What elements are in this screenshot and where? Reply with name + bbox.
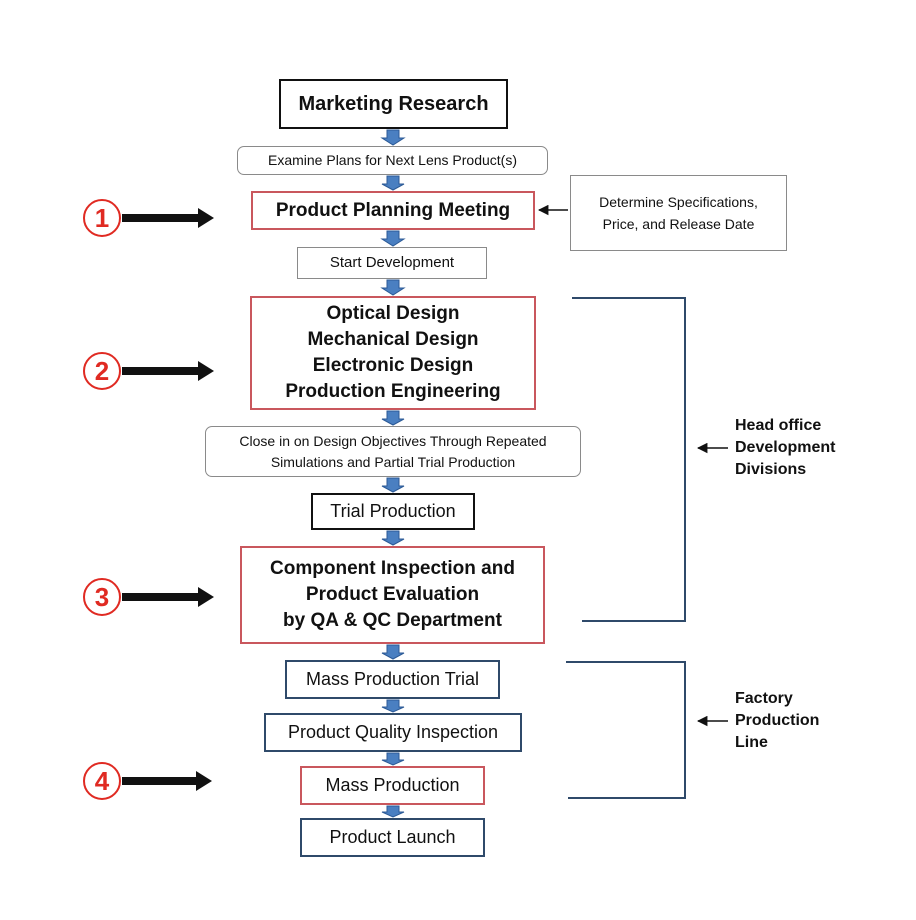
close-in-box: Close in on Design Objectives Through Re… [205, 426, 581, 477]
step-marker-2-text: 2 [94, 355, 110, 386]
flow-arrow-10 [381, 752, 405, 766]
step-marker-4-text: 4 [94, 765, 110, 796]
start-development-label: Start Development [329, 253, 455, 271]
product-planning-box: Product Planning Meeting [251, 191, 535, 230]
flow-arrow-5 [381, 410, 405, 426]
factory-line-1: Factory [735, 690, 793, 707]
determine-specs-line-1: Determine Specifications, [599, 194, 758, 210]
marker-arrow-3 [122, 587, 214, 607]
start-development-box: Start Development [297, 247, 487, 279]
step-marker-3: 3 [83, 578, 121, 616]
close-in-line-2: Simulations and Partial Trial Production [270, 453, 516, 470]
inspection-line-3: by QA & QC Department [283, 610, 502, 631]
product-launch-box: Product Launch [300, 818, 485, 857]
flow-arrow-7 [381, 530, 405, 546]
factory-label: Factory Production Line [735, 688, 819, 754]
determine-specs-box: Determine Specifications, Price, and Rel… [570, 175, 787, 251]
mass-production-box: Mass Production [300, 766, 485, 805]
design-line-mechanical: Mechanical Design [307, 329, 479, 350]
flow-arrow-3 [380, 230, 406, 247]
design-line-optical: Optical Design [326, 303, 460, 324]
quality-inspection-label: Product Quality Inspection [287, 722, 499, 743]
design-box: Optical Design Mechanical Design Electro… [250, 296, 536, 410]
step-marker-3-text: 3 [94, 581, 110, 612]
factory-line-2: Production [735, 712, 820, 729]
mass-production-label: Mass Production [325, 775, 460, 796]
flow-arrow-9 [381, 699, 405, 713]
flow-arrow-6 [381, 477, 405, 493]
flow-arrow-11 [381, 805, 405, 818]
trial-production-box: Trial Production [311, 493, 475, 530]
flow-arrow-2 [381, 175, 405, 191]
marker-arrow-4 [122, 771, 212, 791]
marker-arrow-1 [122, 208, 214, 228]
quality-inspection-box: Product Quality Inspection [264, 713, 522, 752]
design-line-electronic: Electronic Design [312, 355, 474, 376]
head-office-bracket [572, 297, 686, 622]
close-in-line-1: Close in on Design Objectives Through Re… [239, 432, 547, 449]
product-planning-label: Product Planning Meeting [275, 199, 511, 221]
step-marker-1: 1 [83, 199, 121, 237]
flow-arrow-8 [381, 644, 405, 660]
inspection-box: Component Inspection and Product Evaluat… [240, 546, 545, 644]
examine-plans-box: Examine Plans for Next Lens Product(s) [237, 146, 548, 175]
determine-specs-line-2: Price, and Release Date [602, 216, 755, 232]
examine-plans-label: Examine Plans for Next Lens Product(s) [268, 151, 517, 168]
head-office-line-3: Divisions [735, 461, 807, 478]
head-office-line-2: Development [735, 439, 836, 456]
design-line-production-engineering: Production Engineering [285, 381, 501, 402]
factory-bracket [566, 661, 686, 799]
step-marker-4: 4 [83, 762, 121, 800]
head-office-label: Head office Development Divisions [735, 415, 835, 481]
step-marker-1-text: 1 [94, 202, 110, 233]
factory-line-3: Line [735, 734, 768, 751]
trial-production-label: Trial Production [330, 501, 456, 522]
head-office-line-1: Head office [735, 417, 822, 434]
flow-arrow-4 [380, 279, 406, 296]
product-launch-label: Product Launch [329, 827, 456, 848]
step-marker-2: 2 [83, 352, 121, 390]
marker-arrow-2 [122, 361, 214, 381]
flow-arrow-1 [380, 129, 406, 146]
marketing-research-box: Marketing Research [279, 79, 508, 129]
mass-production-trial-box: Mass Production Trial [285, 660, 500, 699]
mass-production-trial-label: Mass Production Trial [305, 669, 480, 690]
inspection-line-1: Component Inspection and [270, 558, 515, 579]
inspection-line-2: Product Evaluation [305, 584, 480, 605]
marketing-research-label: Marketing Research [298, 92, 489, 115]
